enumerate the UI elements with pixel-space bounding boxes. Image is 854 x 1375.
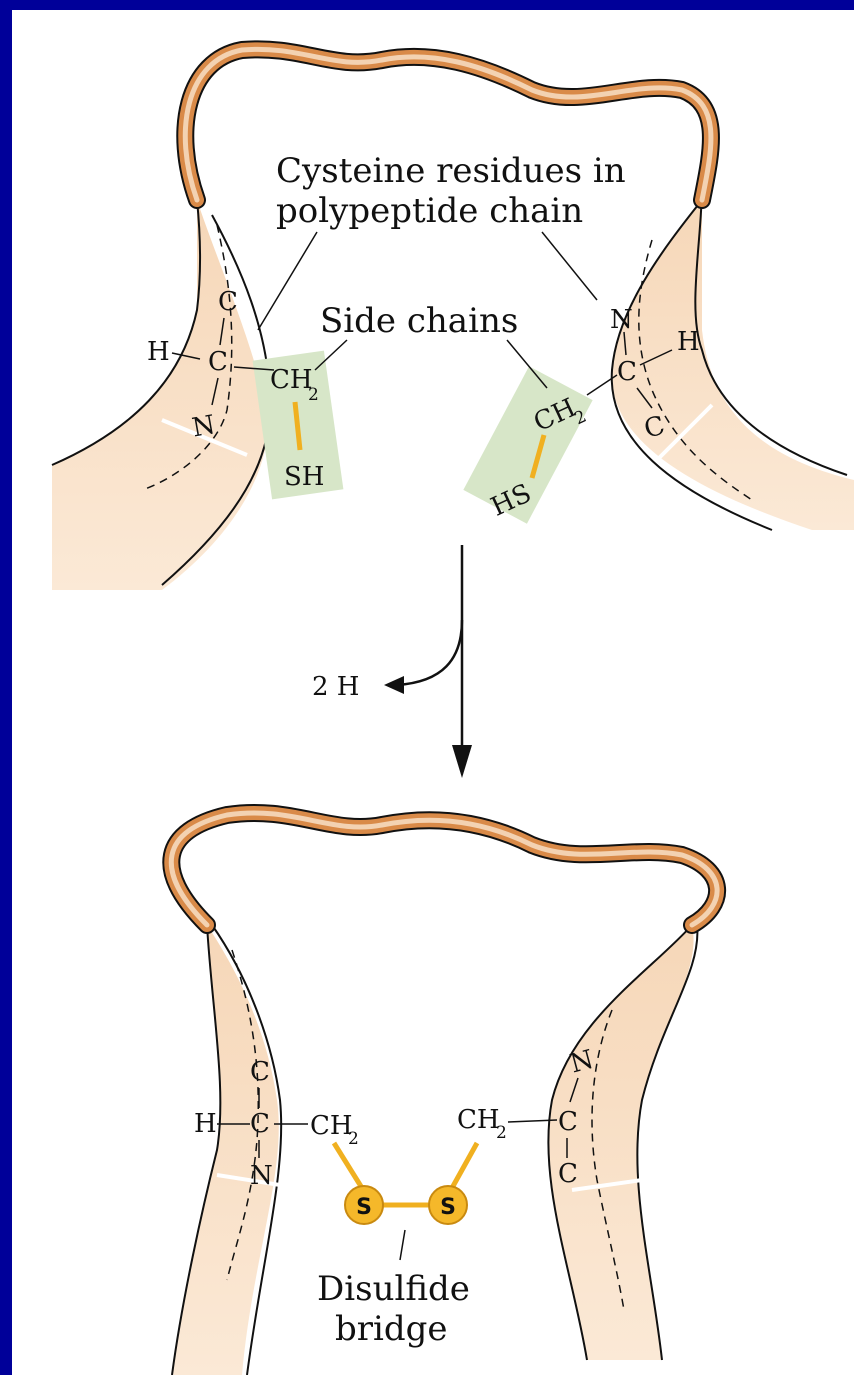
disulfide-leader [400,1230,405,1260]
right-chain-body-bottom [548,925,693,1360]
atom-C: C [558,1159,578,1189]
curved-arrow-icon [397,620,462,685]
s-bond-right [452,1143,477,1188]
atom-CH: CH [270,365,313,395]
atom-subscript: 2 [308,385,319,405]
sulfur-label-left: S [356,1195,372,1220]
atom-N: N [250,1161,273,1191]
cysteine-label-line1: Cysteine residues in [276,151,626,191]
atom-H: H [677,327,700,357]
disulfide-label-line2: bridge [335,1309,448,1349]
atom-C: C [218,287,238,317]
sulfur-label-right: S [440,1195,456,1220]
atom-C: C [250,1057,270,1087]
atom-N: N [610,305,633,335]
atom-C: C [558,1107,578,1137]
atom-C: C [208,347,228,377]
atom-H: H [147,337,170,367]
disulfide-label-line1: Disulfide [317,1269,470,1309]
curved-arrow-head [384,676,404,694]
cysteine-leader-right [542,232,597,300]
right-cysteine-atoms-bottom: N CH 2 C C [457,1045,597,1189]
disulfide-diagram: C H C N CH 2 SH N C H C CH 2 HS Cysteine… [12,10,854,1375]
diagram-canvas: C H C N CH 2 SH N C H C CH 2 HS Cysteine… [12,10,854,1375]
disulfide-bridge: S S Disulfide bridge [317,1143,477,1349]
atom-C: C [617,357,637,387]
cysteine-leader-left [258,232,317,330]
atom-H: H [194,1109,217,1139]
left-chain-body-top [52,200,268,590]
ribbon-loop-bottom-fill [171,813,717,925]
atom-CH: CH [310,1111,353,1141]
left-chain-body-bottom [172,925,279,1375]
right-chain-body-top [612,200,854,530]
down-arrow-head [452,745,472,778]
ribbon-loop-bottom-highlight [171,813,717,925]
reaction-arrow: 2 H [312,545,472,778]
ribbon-loop-bottom [171,813,717,925]
s-bond-left [334,1143,362,1188]
cysteine-label-line2: polypeptide chain [276,191,583,231]
atom-subscript: 2 [496,1123,507,1143]
atom-C: C [250,1109,270,1139]
atom-CH: CH [457,1105,500,1135]
atom-SH: SH [284,462,325,492]
atom-subscript: 2 [348,1129,359,1149]
hydrogen-released-label: 2 H [312,672,359,702]
side-chains-label: Side chains [320,301,518,341]
